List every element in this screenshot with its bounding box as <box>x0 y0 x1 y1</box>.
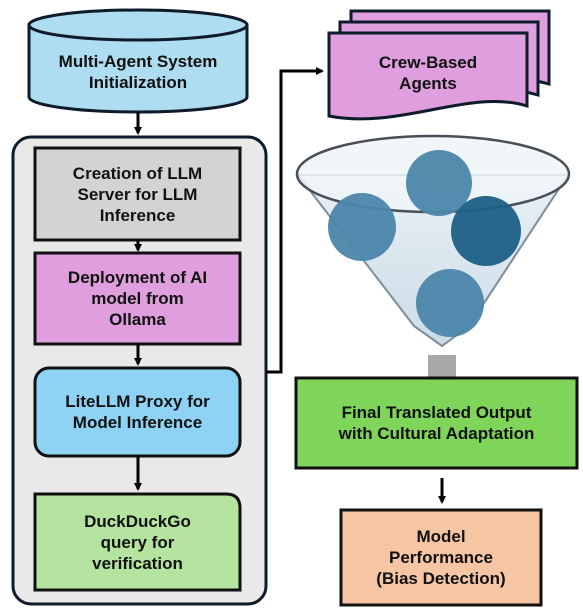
funnel-item-3 <box>451 196 521 266</box>
init-cylinder <box>27 8 249 114</box>
crew-agents-stack <box>327 9 551 121</box>
final-output-box <box>294 376 579 470</box>
funnel <box>295 134 571 380</box>
duckduckgo-box <box>33 492 242 592</box>
funnel-item-1 <box>328 193 396 261</box>
litellm-box <box>33 366 242 458</box>
funnel-item-4 <box>416 269 484 337</box>
funnel-stem <box>428 355 456 380</box>
funnel-item-2 <box>406 150 472 216</box>
performance-box <box>339 508 543 607</box>
llm-server-box <box>33 146 242 242</box>
arrow-litellm-to-crew <box>266 67 324 374</box>
deploy-box <box>33 251 242 346</box>
